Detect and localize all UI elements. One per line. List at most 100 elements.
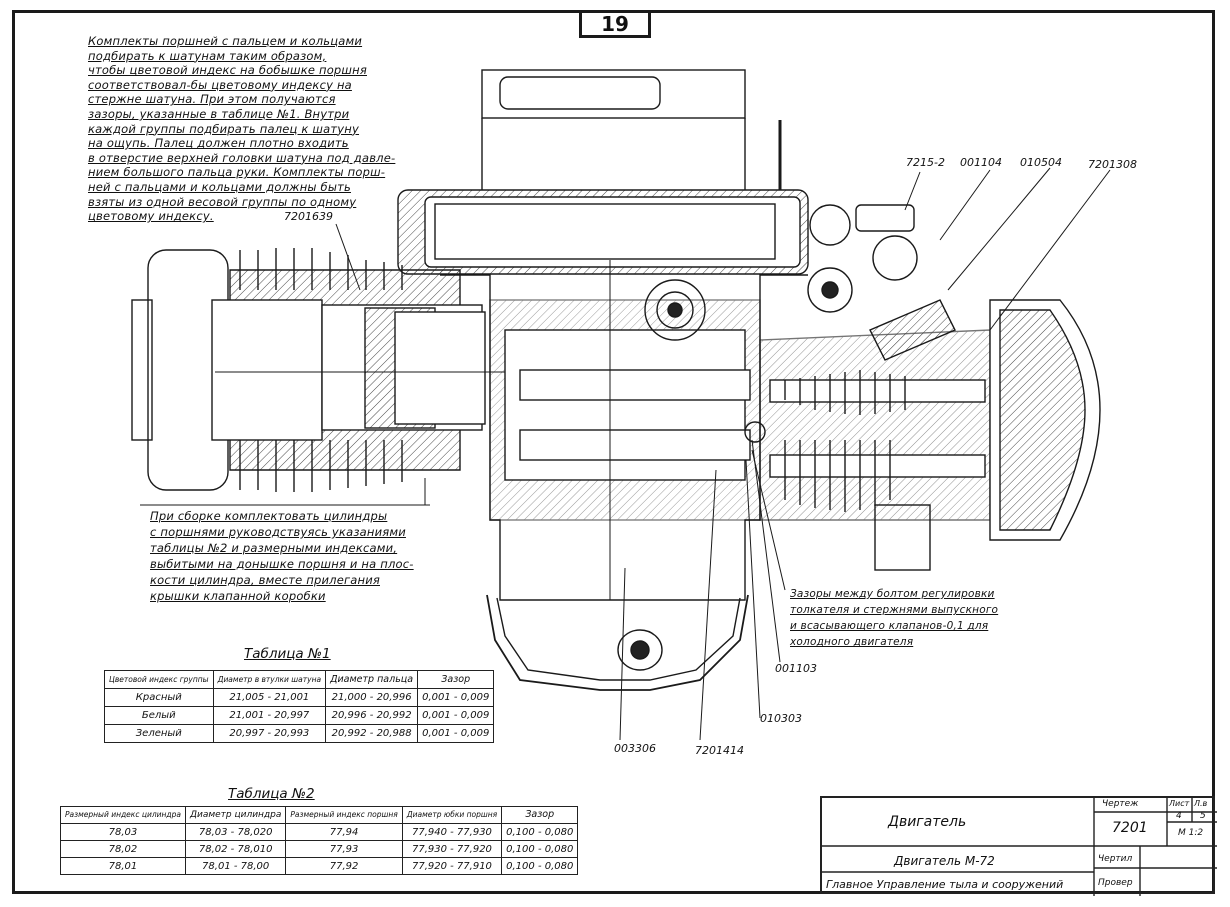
table-cell: Белый xyxy=(104,706,214,725)
note-line: холодного двигателя xyxy=(790,636,914,648)
table-header-cell: Диаметр юбки поршня xyxy=(401,806,503,824)
note-line: Комплекты поршней с пальцем и кольцами xyxy=(88,34,363,48)
table-cell: 78,03 - 78,020 xyxy=(184,823,287,841)
sheets-label: Л.в xyxy=(1194,799,1208,808)
upper-housing xyxy=(481,69,746,119)
table-cell: 78,02 xyxy=(60,840,186,858)
table-cell: 0,001 - 0,009 xyxy=(417,724,495,743)
part-label-7201414: 7201414 xyxy=(695,744,744,757)
table-cell: 20,992 - 20,988 xyxy=(325,724,419,743)
part-label-7201308: 7201308 xyxy=(1088,158,1137,171)
table-cell: 77,94 xyxy=(285,823,403,841)
table-row: Белый 21,001 - 20,997 20,996 - 20,992 0,… xyxy=(104,706,495,725)
part-label-003306: 003306 xyxy=(614,742,656,755)
table-cell: 77,92 xyxy=(285,857,403,875)
drawing-label: Чертеж xyxy=(1102,799,1139,809)
table-pin-clearance: Цветовой индекс группы Диаметр в втулки … xyxy=(104,670,495,743)
table-header-cell: Зазор xyxy=(501,806,579,824)
magneto xyxy=(855,204,915,232)
page-number: 19 xyxy=(579,10,651,38)
note-line: чтобы цветовой индекс на бобышке поршня xyxy=(88,63,367,78)
table-header-cell: Диаметр в втулки шатуна xyxy=(212,670,327,689)
note-line: таблицы №2 и размерными индексами, xyxy=(150,541,398,555)
title-name: Двигатель xyxy=(888,814,967,830)
note-line: нием большого пальца руки. Комплекты пор… xyxy=(88,165,386,180)
note-line: При сборке комплектовать цилиндры xyxy=(150,509,388,523)
note-line: на ощупь. Палец должен плотно входить xyxy=(88,136,349,151)
table-row: 78,01 78,01 - 78,00 77,92 77,920 - 77,91… xyxy=(60,857,579,875)
table-cylinder-sizes: Размерный индекс цилиндра Диаметр цилинд… xyxy=(60,806,579,875)
table-cell: 78,01 xyxy=(60,857,186,875)
table-cell: 77,920 - 77,910 xyxy=(401,857,503,875)
note-line: стержне шатуна. При этом получаются xyxy=(88,92,336,107)
table-cell: 78,01 - 78,00 xyxy=(184,857,287,875)
note-line: соответствовал-бы цветовому индексу на xyxy=(88,77,352,92)
table-row: Красный 21,005 - 21,001 21,000 - 20,996 … xyxy=(104,688,495,707)
part-label-7215-2: 7215-2 xyxy=(906,156,945,169)
table-row: 78,03 78,03 - 78,020 77,94 77,940 - 77,9… xyxy=(60,823,579,841)
table-header-cell: Диаметр пальца xyxy=(325,670,419,689)
part-label-7201639: 7201639 xyxy=(284,210,333,223)
checked-by-label: Провер xyxy=(1098,878,1133,888)
note-line: крышки клапанной коробки xyxy=(150,589,326,603)
table2-title: Таблица №2 xyxy=(228,786,315,802)
table-cell: 77,930 - 77,920 xyxy=(401,840,503,858)
table-cell: 77,93 xyxy=(285,840,403,858)
table-cell: 0,100 - 0,080 xyxy=(501,857,579,875)
table-cell: Красный xyxy=(104,688,214,707)
note-line: ней с пальцами и кольцами должны быть xyxy=(88,179,351,194)
part-label-001104: 001104 xyxy=(960,156,1002,169)
left-cylinder-fins xyxy=(131,248,620,492)
table-cell: 0,001 - 0,009 xyxy=(417,688,495,707)
part-label-010303: 010303 xyxy=(760,712,802,725)
note-line: цветовому индексу. xyxy=(88,209,214,224)
sheet-label: Лист xyxy=(1169,799,1190,808)
assembly-note: При сборке комплектовать цилиндры с порш… xyxy=(150,508,414,604)
table-cell: Зеленый xyxy=(104,724,214,743)
table-cell: 20,997 - 20,993 xyxy=(212,724,327,743)
valve-clearance-note: Зазоры между болтом регулировки толкател… xyxy=(790,586,998,650)
table-row: 78,02 78,02 - 78,010 77,93 77,930 - 77,9… xyxy=(60,840,579,858)
table-cell: 20,996 - 20,992 xyxy=(325,706,419,725)
table-header-cell: Размерный индекс поршня xyxy=(285,806,403,824)
table-header-cell: Диаметр цилиндра xyxy=(184,806,287,824)
note-line: выбитыми на донышке поршня и на плос- xyxy=(150,557,414,571)
note-line: в отверстие верхней головки шатуна под д… xyxy=(88,150,396,165)
sheets-total: 5 xyxy=(1200,811,1206,821)
table-header-cell: Зазор xyxy=(417,670,495,689)
note-line: подбирать к шатунам таким образом, xyxy=(88,48,327,63)
table-header-cell: Размерный индекс цилиндра xyxy=(60,806,186,824)
table-cell: 21,000 - 20,996 xyxy=(325,688,419,707)
note-line: и всасывающего клапанов-0,1 для xyxy=(790,620,989,632)
note-line: каждой группы подбирать палец к шатуну xyxy=(88,121,360,136)
title-block-grid xyxy=(822,798,1217,896)
scale: М 1:2 xyxy=(1178,828,1204,838)
right-cylinder-head xyxy=(744,299,1101,571)
note-line: взяты из одной весовой группы по одному xyxy=(88,194,357,209)
table-cell: 0,100 - 0,080 xyxy=(501,840,579,858)
title-org: Главное Управление тыла и сооружений xyxy=(826,878,1064,891)
table-header-cell: Цветовой индекс группы xyxy=(104,670,214,689)
piston-matching-note: Комплекты поршней с пальцем и кольцами п… xyxy=(88,34,395,224)
table1-title: Таблица №1 xyxy=(244,646,331,662)
note-line: зазоры, указанные в таблице №1. Внутри xyxy=(88,106,350,121)
table-cell: 78,03 xyxy=(60,823,186,841)
table-header-row: Размерный индекс цилиндра Диаметр цилинд… xyxy=(60,806,579,824)
sheet-number: 4 xyxy=(1176,811,1182,821)
drawn-by-label: Чертил xyxy=(1098,854,1133,864)
table-cell: 0,100 - 0,080 xyxy=(501,823,579,841)
title-subtitle: Двигатель М-72 xyxy=(894,854,995,868)
note-line: кости цилиндра, вместе прилегания xyxy=(150,573,380,587)
table-cell: 21,005 - 21,001 xyxy=(212,688,327,707)
table-cell: 78,02 - 78,010 xyxy=(184,840,287,858)
drawing-number: 7201 xyxy=(1112,820,1148,836)
note-line: с поршнями руководствуясь указаниями xyxy=(150,525,406,539)
note-line: толкателя и стержнями выпускного xyxy=(790,604,999,616)
title-block: Двигатель Двигатель М-72 Главное Управле… xyxy=(820,796,1217,896)
part-label-010504: 010504 xyxy=(1020,156,1062,169)
note-line: Зазоры между болтом регулировки xyxy=(790,588,995,600)
table-cell: 21,001 - 20,997 xyxy=(212,706,327,725)
table-row: Зеленый 20,997 - 20,993 20,992 - 20,988 … xyxy=(104,724,495,743)
table-header-row: Цветовой индекс группы Диаметр в втулки … xyxy=(104,670,495,689)
